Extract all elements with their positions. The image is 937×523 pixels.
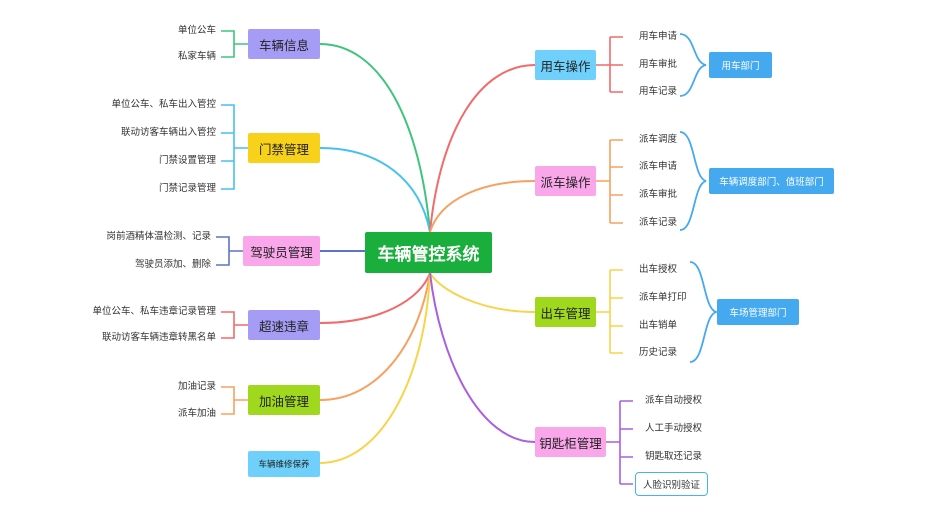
bracket-vehicle-info	[221, 30, 248, 58]
leaf-car-use-1: 用车申请	[639, 31, 678, 42]
connector-vehicle-info	[319, 43, 431, 233]
dept-exit[interactable]: 车场管理部门	[717, 299, 799, 325]
leaf-vehicle-info-2: 私家车辆	[177, 51, 216, 62]
connector-exit	[429, 272, 536, 313]
node-fuel-management[interactable]: 加油管理	[248, 385, 320, 415]
leaf-dispatch-3: 派车审批	[639, 189, 678, 200]
connector-key-cabinet	[429, 272, 536, 443]
brace-car-use	[679, 33, 707, 97]
leaf-dispatch-1: 派车调度	[639, 134, 678, 145]
department-braces	[679, 33, 720, 363]
leaf-exit-4: 历史记录	[639, 347, 678, 358]
node-access-control[interactable]: 门禁管理	[248, 133, 320, 163]
bracket-exit	[596, 269, 623, 354]
leaf-fuel-2: 派车加油	[177, 408, 216, 419]
center-node-title[interactable]: 车辆管控系统	[365, 232, 492, 273]
leaf-fuel-1: 加油记录	[177, 381, 216, 392]
connector-speeding	[319, 272, 431, 324]
bracket-car-use	[596, 36, 623, 93]
leaf-key-cabinet-4-face-verification[interactable]: 人脸识别验证	[635, 472, 708, 496]
bracket-speeding	[221, 311, 248, 339]
leaf-access-3: 门禁设置管理	[158, 155, 216, 166]
bracket-driver	[216, 236, 243, 266]
connector-maintenance	[319, 272, 431, 464]
leaf-speeding-2: 联动访客车辆违章转黑名单	[101, 332, 216, 343]
main-connectors	[319, 43, 536, 464]
right-brackets	[596, 36, 633, 485]
brace-exit	[689, 261, 720, 363]
brace-dispatch	[679, 131, 707, 231]
node-car-use-operation[interactable]: 用车操作	[535, 50, 596, 80]
connector-car-use	[429, 64, 536, 233]
connector-fuel	[319, 272, 431, 401]
node-vehicle-maintenance[interactable]: 车辆维修保养	[248, 451, 320, 477]
leaf-key-cabinet-3: 钥匙取还记录	[645, 451, 703, 462]
bracket-dispatch	[596, 139, 623, 224]
bracket-fuel	[221, 386, 248, 415]
leaf-driver-2: 驾驶员添加、删除	[134, 259, 211, 270]
node-speeding-violation[interactable]: 超速违章	[248, 310, 320, 340]
dept-dispatch[interactable]: 车辆调度部门、值班部门	[709, 168, 834, 194]
leaf-car-use-3: 用车记录	[639, 86, 678, 97]
leaf-speeding-1: 单位公车、私车违章记录管理	[92, 306, 216, 317]
left-brackets	[216, 30, 248, 415]
leaf-key-cabinet-2: 人工手动授权	[645, 423, 703, 434]
leaf-access-2: 联动访客车辆出入管控	[120, 127, 216, 138]
leaf-dispatch-4: 派车记录	[639, 217, 678, 228]
leaf-exit-3: 出车销单	[639, 320, 678, 331]
node-dispatch-operation[interactable]: 派车操作	[535, 166, 596, 196]
node-driver-management[interactable]: 驾驶员管理	[243, 236, 320, 266]
connector-access	[319, 147, 431, 233]
node-key-cabinet[interactable]: 钥匙柜管理	[535, 427, 606, 457]
bracket-access	[221, 104, 248, 190]
leaf-car-use-2: 用车审批	[639, 59, 678, 70]
leaf-access-4: 门禁记录管理	[158, 183, 216, 194]
leaf-exit-1: 出车授权	[639, 264, 678, 275]
node-vehicle-info[interactable]: 车辆信息	[248, 29, 320, 59]
dept-car-use[interactable]: 用车部门	[709, 52, 772, 78]
leaf-key-cabinet-1: 派车自动授权	[645, 395, 703, 406]
leaf-exit-2: 派车单打印	[639, 292, 687, 303]
connector-dispatch	[429, 180, 536, 233]
bracket-key-cabinet	[606, 400, 633, 485]
leaf-dispatch-2: 派车申请	[639, 161, 678, 172]
leaf-access-1: 单位公车、私车出入管控	[111, 99, 216, 110]
leaf-vehicle-info-1: 单位公车	[177, 25, 216, 36]
leaf-driver-1: 岗前酒精体温检测、记录	[106, 231, 211, 242]
node-exit-management[interactable]: 出车管理	[535, 297, 596, 327]
